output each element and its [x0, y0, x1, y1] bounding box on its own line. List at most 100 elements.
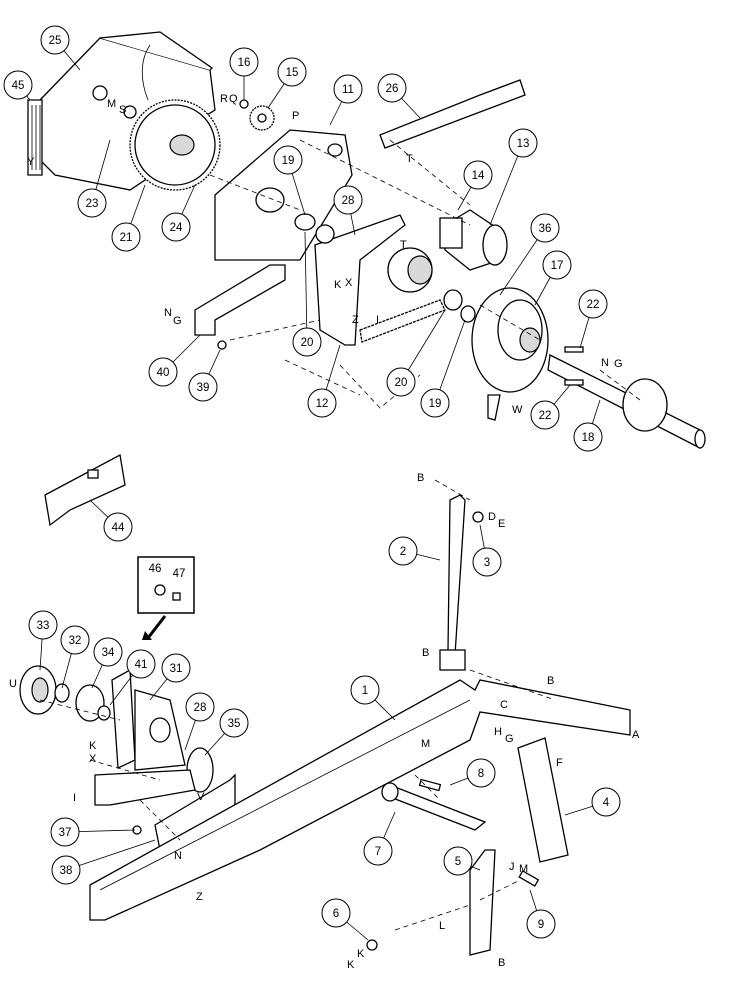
callout-c46: 46 — [149, 563, 162, 575]
pin-22a — [564, 346, 584, 353]
callout-c23: 23 — [77, 139, 111, 218]
callout-label: 35 — [228, 718, 241, 730]
callout-c34: 34 — [91, 637, 123, 689]
reference-letter: A — [632, 729, 640, 741]
reference-letter: S — [119, 104, 126, 116]
hub-17 — [471, 287, 549, 421]
reference-letter: X — [345, 277, 353, 289]
callout-label: 24 — [170, 222, 183, 234]
link-2 — [439, 494, 484, 671]
reference-letter: I — [376, 314, 379, 326]
callout-c28a: 28 — [333, 185, 363, 236]
callout-c38: 38 — [51, 839, 156, 885]
guard-strip-45 — [27, 99, 43, 176]
callout-label: 38 — [60, 865, 73, 877]
flange-parts — [19, 665, 111, 722]
callout-label: 39 — [197, 382, 210, 394]
callout-c4: 4 — [564, 787, 621, 817]
callout-c14: 14 — [457, 160, 493, 211]
reference-letter: L — [439, 920, 445, 932]
callout-label: 19 — [429, 398, 442, 410]
callout-label: 15 — [286, 67, 299, 79]
callout-label: 36 — [539, 223, 552, 235]
callout-c7: 7 — [363, 811, 396, 866]
callout-c35: 35 — [204, 708, 249, 756]
bracket-40 — [194, 264, 286, 336]
callout-label: 13 — [517, 138, 530, 150]
reference-letter: E — [498, 518, 505, 530]
callout-label: 21 — [120, 232, 133, 244]
callout-c8: 8 — [449, 758, 496, 788]
reference-letter: Q — [229, 93, 238, 105]
reference-letter: K — [89, 740, 97, 752]
callout-c13: 13 — [489, 128, 538, 226]
callout-c41: 41 — [109, 649, 156, 706]
callout-c37: 37 — [50, 817, 136, 847]
reference-letter: Y — [27, 156, 35, 168]
callout-label: 40 — [157, 367, 170, 379]
callout-c39: 39 — [188, 349, 221, 402]
spacer-39 — [217, 340, 227, 350]
reference-letter: K — [347, 959, 355, 971]
callout-label: 34 — [102, 647, 115, 659]
reference-letter: N — [601, 357, 609, 369]
callout-label: 23 — [86, 198, 99, 210]
shaft-18 — [547, 354, 706, 450]
callout-c20b: 20 — [386, 309, 446, 397]
reference-letter: B — [547, 675, 554, 687]
gear-bracket-12 — [314, 214, 446, 346]
callout-c16: 16 — [229, 47, 259, 100]
reference-letter: G — [614, 358, 623, 370]
callout-label: 7 — [375, 846, 381, 858]
reference-letter: R — [220, 93, 228, 105]
plate-5 — [366, 849, 540, 956]
reference-letter: X — [89, 753, 97, 765]
callout-label: 2 — [400, 546, 406, 558]
reference-letter: M — [421, 738, 430, 750]
reference-letter: M — [107, 98, 116, 110]
reference-letter: I — [73, 792, 76, 804]
callout-label: 20 — [395, 377, 408, 389]
callout-label: 6 — [333, 908, 339, 920]
reference-letter: G — [173, 315, 182, 327]
callout-c45: 45 — [3, 70, 33, 101]
reference-letter: P — [292, 110, 299, 122]
callout-c17: 17 — [534, 250, 572, 306]
reference-letter: J — [509, 861, 515, 873]
callout-c22b: 22 — [530, 384, 571, 430]
reference-letter: W — [512, 404, 523, 416]
reference-letter: N — [174, 850, 182, 862]
callout-label: 20 — [301, 337, 314, 349]
callout-label: 41 — [135, 659, 148, 671]
brace-4 — [517, 737, 569, 863]
reference-letter: U — [9, 678, 17, 690]
callout-c26: 26 — [377, 73, 421, 119]
callout-label: 12 — [316, 398, 329, 410]
reference-letter: D — [488, 511, 496, 523]
callout-label: 45 — [12, 80, 25, 92]
callout-c11: 11 — [329, 74, 363, 126]
roller-7 — [381, 778, 487, 831]
callout-label: 8 — [478, 768, 484, 780]
pin-22b — [564, 379, 584, 386]
callout-label: 3 — [484, 557, 490, 569]
mounting-plate-11 — [214, 129, 353, 261]
reference-letter: K — [334, 279, 342, 291]
callout-label: 9 — [538, 919, 544, 931]
callout-label: 19 — [282, 155, 295, 167]
reference-letter: B — [417, 472, 424, 484]
callout-label: 18 — [582, 432, 595, 444]
callout-label: 44 — [112, 522, 125, 534]
bearing-housing-31 — [111, 668, 186, 771]
main-frame-1 — [89, 679, 631, 921]
callout-c25: 25 — [40, 25, 81, 71]
callout-label: 1 — [362, 685, 368, 697]
callout-label: 11 — [342, 84, 354, 96]
reference-letter: T — [406, 153, 413, 165]
callout-c47: 47 — [173, 568, 186, 580]
callout-c21: 21 — [111, 184, 146, 252]
callout-c3: 3 — [472, 524, 502, 577]
callout-c12: 12 — [307, 344, 341, 418]
callout-label: 26 — [386, 83, 399, 95]
callout-c6: 6 — [321, 898, 369, 941]
